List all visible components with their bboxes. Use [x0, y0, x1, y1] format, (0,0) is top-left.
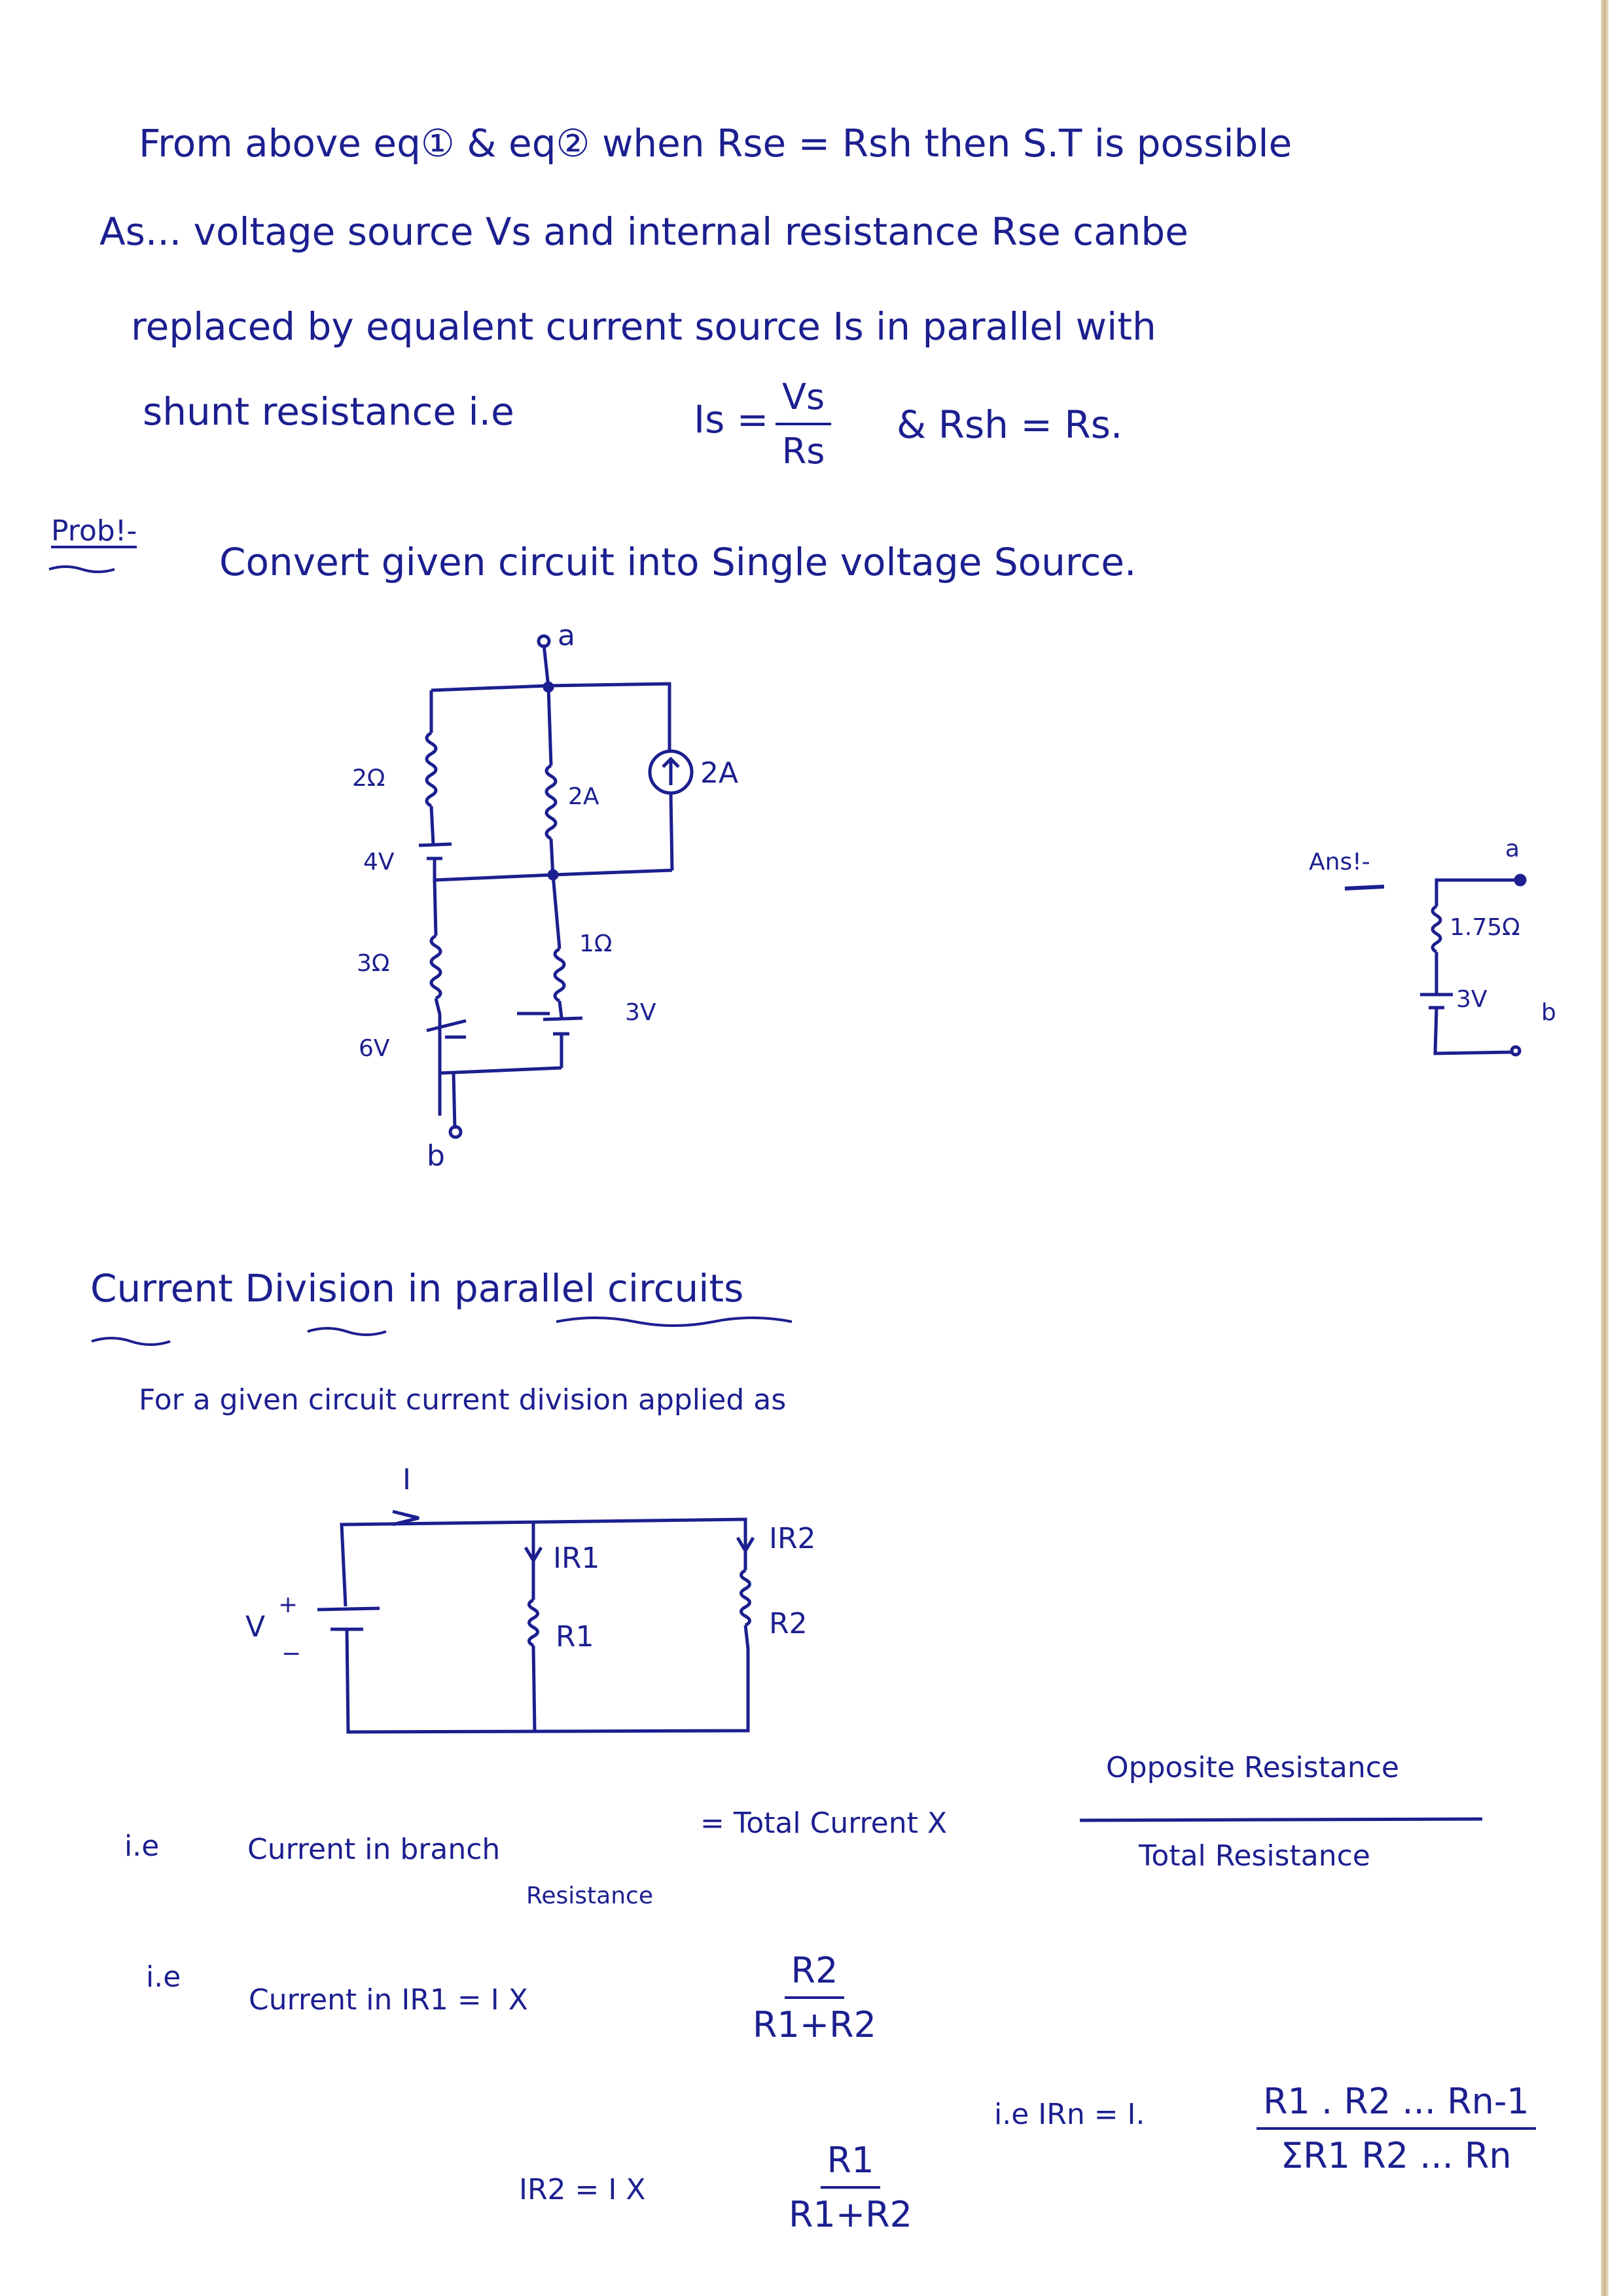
eq1-denominator: R1+R2: [753, 2004, 876, 2045]
eq1-lhs: Current in IR1 = I X: [249, 1983, 528, 2017]
rule-equals: = Total Current X: [700, 1807, 947, 1840]
current-source-label: 2A: [700, 756, 739, 790]
source-v-label: V: [245, 1610, 266, 1644]
intro-line-1: From above eq① & eq② when Rse = Rsh then…: [139, 121, 1293, 166]
source-conversion-circuit: [418, 634, 694, 1139]
rule-numerator: Opposite Resistance: [1106, 1751, 1399, 1784]
rsh-formula: & Rsh = Rs.: [897, 402, 1123, 447]
answer-circuit: [1344, 874, 1527, 1057]
eq1-ie: i.e: [146, 1960, 181, 1994]
problem-statement: Convert given circuit into Single voltag…: [219, 540, 1137, 584]
r-bot-right-label: 1Ω: [579, 930, 613, 957]
intro-line-4: shunt resistance i.e: [143, 389, 514, 434]
r1-label: R1: [556, 1620, 594, 1653]
resistor-1ohm: [553, 947, 566, 1003]
v-bot-left-label: 6V: [359, 1035, 390, 1062]
prob-underline: [48, 565, 115, 573]
ir2-label: IR2: [769, 1522, 816, 1555]
general-lhs: i.e IRn = I.: [994, 2098, 1145, 2131]
problem-label: Prob!-: [51, 514, 137, 548]
node-a-label: a: [558, 619, 575, 652]
r-top-mid-label: 2A: [568, 783, 599, 810]
r-bot-left-label: 3Ω: [357, 950, 390, 977]
resistor-2ohm: [425, 731, 438, 808]
source-minus: −: [281, 1640, 302, 1667]
rule-denominator: Total Resistance: [1139, 1839, 1370, 1873]
answer-label: Ans!-: [1309, 849, 1370, 875]
general-fraction: R1 . R2 ... Rn-1 ΣR1 R2 ... Rn: [1257, 2081, 1536, 2176]
eq1-numerator: R2: [784, 1950, 845, 1999]
rule-lhs: Current in branch: [247, 1833, 501, 1866]
r2-label: R2: [769, 1607, 808, 1640]
current-i-label: I: [402, 1463, 411, 1496]
current-division-heading: Current Division in parallel circuits: [90, 1266, 744, 1311]
node-b-label: b: [427, 1139, 445, 1173]
rule-fraction-line: [1079, 1817, 1483, 1822]
source-plus: +: [278, 1591, 298, 1618]
eq2-fraction: R1 R1+R2: [789, 2140, 912, 2235]
battery-4v-long: [418, 842, 452, 847]
r-top-left-label: 2Ω: [352, 765, 385, 792]
rule-lhs-sub: Resistance: [526, 1882, 653, 1909]
eq2-numerator: R1: [820, 2140, 881, 2189]
is-formula-fraction: Vs Rs: [776, 376, 832, 472]
v-bot-right-label: 3V: [625, 999, 656, 1026]
answer-node-a: a: [1505, 836, 1520, 862]
intro-line-3: replaced by equalent current source Is i…: [131, 304, 1156, 349]
answer-voltage: 3V: [1456, 986, 1488, 1013]
heading-underline: [91, 1316, 793, 1346]
current-division-intro: For a given circuit current division app…: [139, 1383, 787, 1417]
eq2-denominator: R1+R2: [789, 2194, 912, 2235]
v-top-left-label: 4V: [363, 849, 395, 875]
resistor-mid-top: [544, 764, 558, 841]
eq1-fraction: R2 R1+R2: [753, 1950, 876, 2045]
general-numerator: R1 . R2 ... Rn-1: [1257, 2081, 1536, 2130]
answer-resistance: 1.75Ω: [1450, 914, 1520, 941]
current-division-circuit: [317, 1510, 755, 1734]
intro-line-2: As... voltage source Vs and internal res…: [99, 209, 1188, 254]
resistor-3ohm: [429, 934, 442, 1000]
is-formula-lhs: Is =: [694, 397, 769, 442]
eq2-lhs: IR2 = I X: [519, 2173, 646, 2206]
is-numerator: Vs: [776, 376, 832, 425]
ir1-label: IR1: [553, 1542, 600, 1575]
answer-node-b: b: [1541, 999, 1556, 1026]
general-denominator: ΣR1 R2 ... Rn: [1281, 2135, 1512, 2176]
rule-ie: i.e: [124, 1829, 160, 1863]
paper-edge: [1601, 0, 1609, 2296]
current-arrow: [392, 1510, 419, 1527]
is-denominator: Rs: [781, 431, 825, 472]
